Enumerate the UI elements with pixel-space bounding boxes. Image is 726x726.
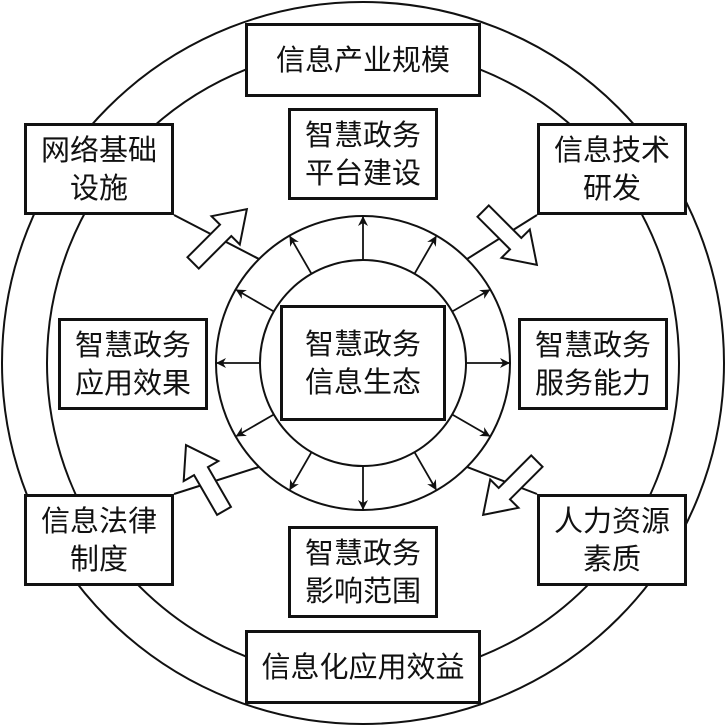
radial-arrow [413, 451, 437, 491]
radial-arrow [451, 289, 491, 313]
block-arrow-tech-rd [476, 204, 539, 267]
outer-box-tech-rd: 信息技术 研发 [537, 123, 687, 215]
inner-box-platform: 智慧政务 平台建设 [288, 108, 438, 200]
inner-box-effect: 智慧政务 应用效果 [58, 318, 208, 410]
radial-arrow [451, 413, 491, 437]
inner-box-scope: 智慧政务 影响范围 [288, 526, 438, 618]
block-arrow-network [186, 207, 249, 270]
center-box: 智慧政务 信息生态 [280, 305, 446, 421]
connector-line [466, 466, 538, 495]
outer-box-human-resources: 人力资源 素质 [537, 494, 687, 586]
inner-box-service: 智慧政务 服务能力 [518, 318, 668, 410]
radial-arrow [289, 451, 313, 491]
outer-box-network: 网络基础 设施 [24, 123, 174, 215]
radial-arrow [413, 235, 437, 275]
outer-box-app-benefit: 信息化应用效益 [245, 630, 481, 704]
block-arrow-law [182, 443, 233, 517]
radial-arrow [289, 235, 313, 275]
outer-box-law: 信息法律 制度 [24, 494, 174, 586]
radial-arrow [235, 289, 275, 313]
block-arrow-human-resources [481, 454, 544, 517]
outer-box-industry-scale: 信息产业规模 [245, 23, 481, 97]
radial-arrow [235, 413, 275, 437]
